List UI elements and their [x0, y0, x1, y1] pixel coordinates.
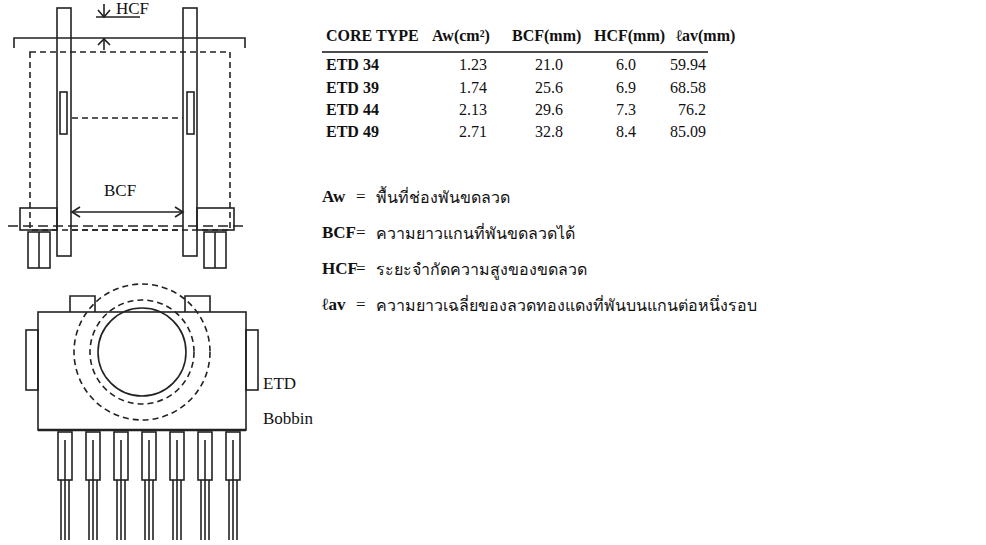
column-header: BCF(mm): [512, 27, 581, 45]
core-leg-circle: [98, 308, 186, 396]
bobbin-flange: [57, 8, 71, 256]
dimension-label: BCF: [104, 182, 136, 201]
column-header: CORE TYPE: [326, 27, 419, 45]
definition-text: ความยาวแกนที่พันขดลวดได้: [376, 225, 575, 243]
table-cell: 7.3: [616, 101, 636, 119]
arrowhead: [175, 207, 183, 217]
arrowhead: [72, 207, 80, 217]
core-type-cell: ETD 39: [326, 79, 379, 97]
table-cell: 85.09: [670, 123, 706, 141]
table-cell: 68.58: [670, 79, 706, 97]
pin: [172, 480, 174, 540]
dimension-line: [72, 211, 183, 213]
centre-line: [8, 225, 246, 227]
pin: [144, 480, 146, 540]
pin: [38, 232, 40, 268]
winding-circle: [90, 300, 194, 404]
table-cell: 25.6: [535, 79, 563, 97]
winding-tube: [72, 229, 183, 231]
definition-text: พื้นที่ช่องพันขดลวด: [376, 189, 510, 207]
pin: [204, 440, 206, 540]
flange-notch: [70, 296, 210, 312]
table-cell: 29.6: [535, 101, 563, 119]
column-header: HCF(mm): [594, 27, 665, 45]
pin: [208, 480, 210, 540]
core-type-cell: ETD 34: [326, 56, 379, 74]
pin-block: [197, 208, 234, 230]
pin: [116, 480, 118, 540]
figure-label: ETD: [263, 375, 296, 394]
pin: [200, 480, 202, 540]
pin-row: [58, 432, 240, 540]
table-cell: 2.71: [459, 123, 487, 141]
arrowhead: [98, 39, 110, 45]
column-header: Aw(cm²): [432, 27, 490, 45]
table-cell: 59.94: [670, 56, 706, 74]
dimension-line: [103, 4, 105, 16]
definition-text: ระยะจำกัดความสูงของขดลวด: [376, 261, 587, 279]
core-hidden-outline: [30, 52, 230, 230]
table-cell: 6.0: [616, 56, 636, 74]
side-tab: [26, 330, 38, 390]
table-cell: 21.0: [535, 56, 563, 74]
equals-sign: =: [356, 188, 366, 207]
table-cell: 2.13: [459, 101, 487, 119]
pin: [92, 440, 94, 540]
bobbin-flange: [183, 8, 197, 256]
definition-text: ความยาวเฉลี่ยของลวดทองแดงที่พันบนแกนต่อห…: [376, 297, 757, 315]
pin: [148, 440, 150, 540]
side-tab: [246, 330, 258, 390]
pin: [214, 232, 216, 268]
base-line: [38, 429, 246, 431]
symbol: HCF: [322, 260, 358, 279]
bobbin-flange-front: [38, 312, 246, 430]
flange-window: [60, 92, 67, 134]
equals-sign: =: [356, 296, 366, 315]
core-type-cell: ETD 49: [326, 123, 379, 141]
pin: [152, 480, 154, 540]
table-cell: 6.9: [616, 79, 636, 97]
winding-circle: [74, 284, 210, 420]
pin-block: [204, 232, 226, 268]
table-cell: 1.74: [459, 79, 487, 97]
pin: [96, 480, 98, 540]
pin-block: [28, 232, 50, 268]
symbol: ℓav: [322, 296, 345, 315]
symbol: Aw: [322, 188, 345, 207]
equals-sign: =: [356, 224, 366, 243]
dimension-label: HCF: [116, 0, 149, 19]
pin: [124, 480, 126, 540]
arrowhead: [98, 10, 110, 17]
winding-tube: [72, 117, 183, 119]
pin: [120, 440, 122, 540]
pin: [88, 480, 90, 540]
pin: [180, 480, 182, 540]
core-type-cell: ETD 44: [326, 101, 379, 119]
symbol: BCF: [322, 224, 356, 243]
table-cell: 1.23: [459, 56, 487, 74]
pin: [232, 440, 234, 540]
column-header: ℓav(mm): [676, 27, 735, 45]
table-cell: 76.2: [678, 101, 706, 119]
table-cell: 32.8: [535, 123, 563, 141]
table-rule: [322, 51, 708, 53]
equals-sign: =: [356, 260, 366, 279]
pin: [176, 440, 178, 540]
figure-label: Bobbin: [263, 410, 313, 429]
core-outline: [14, 38, 245, 48]
table-cell: 8.4: [616, 123, 636, 141]
pin: [64, 440, 66, 540]
flange-window: [187, 92, 194, 134]
pin: [60, 480, 62, 540]
pin: [68, 480, 70, 540]
pin: [236, 480, 238, 540]
pin: [228, 480, 230, 540]
